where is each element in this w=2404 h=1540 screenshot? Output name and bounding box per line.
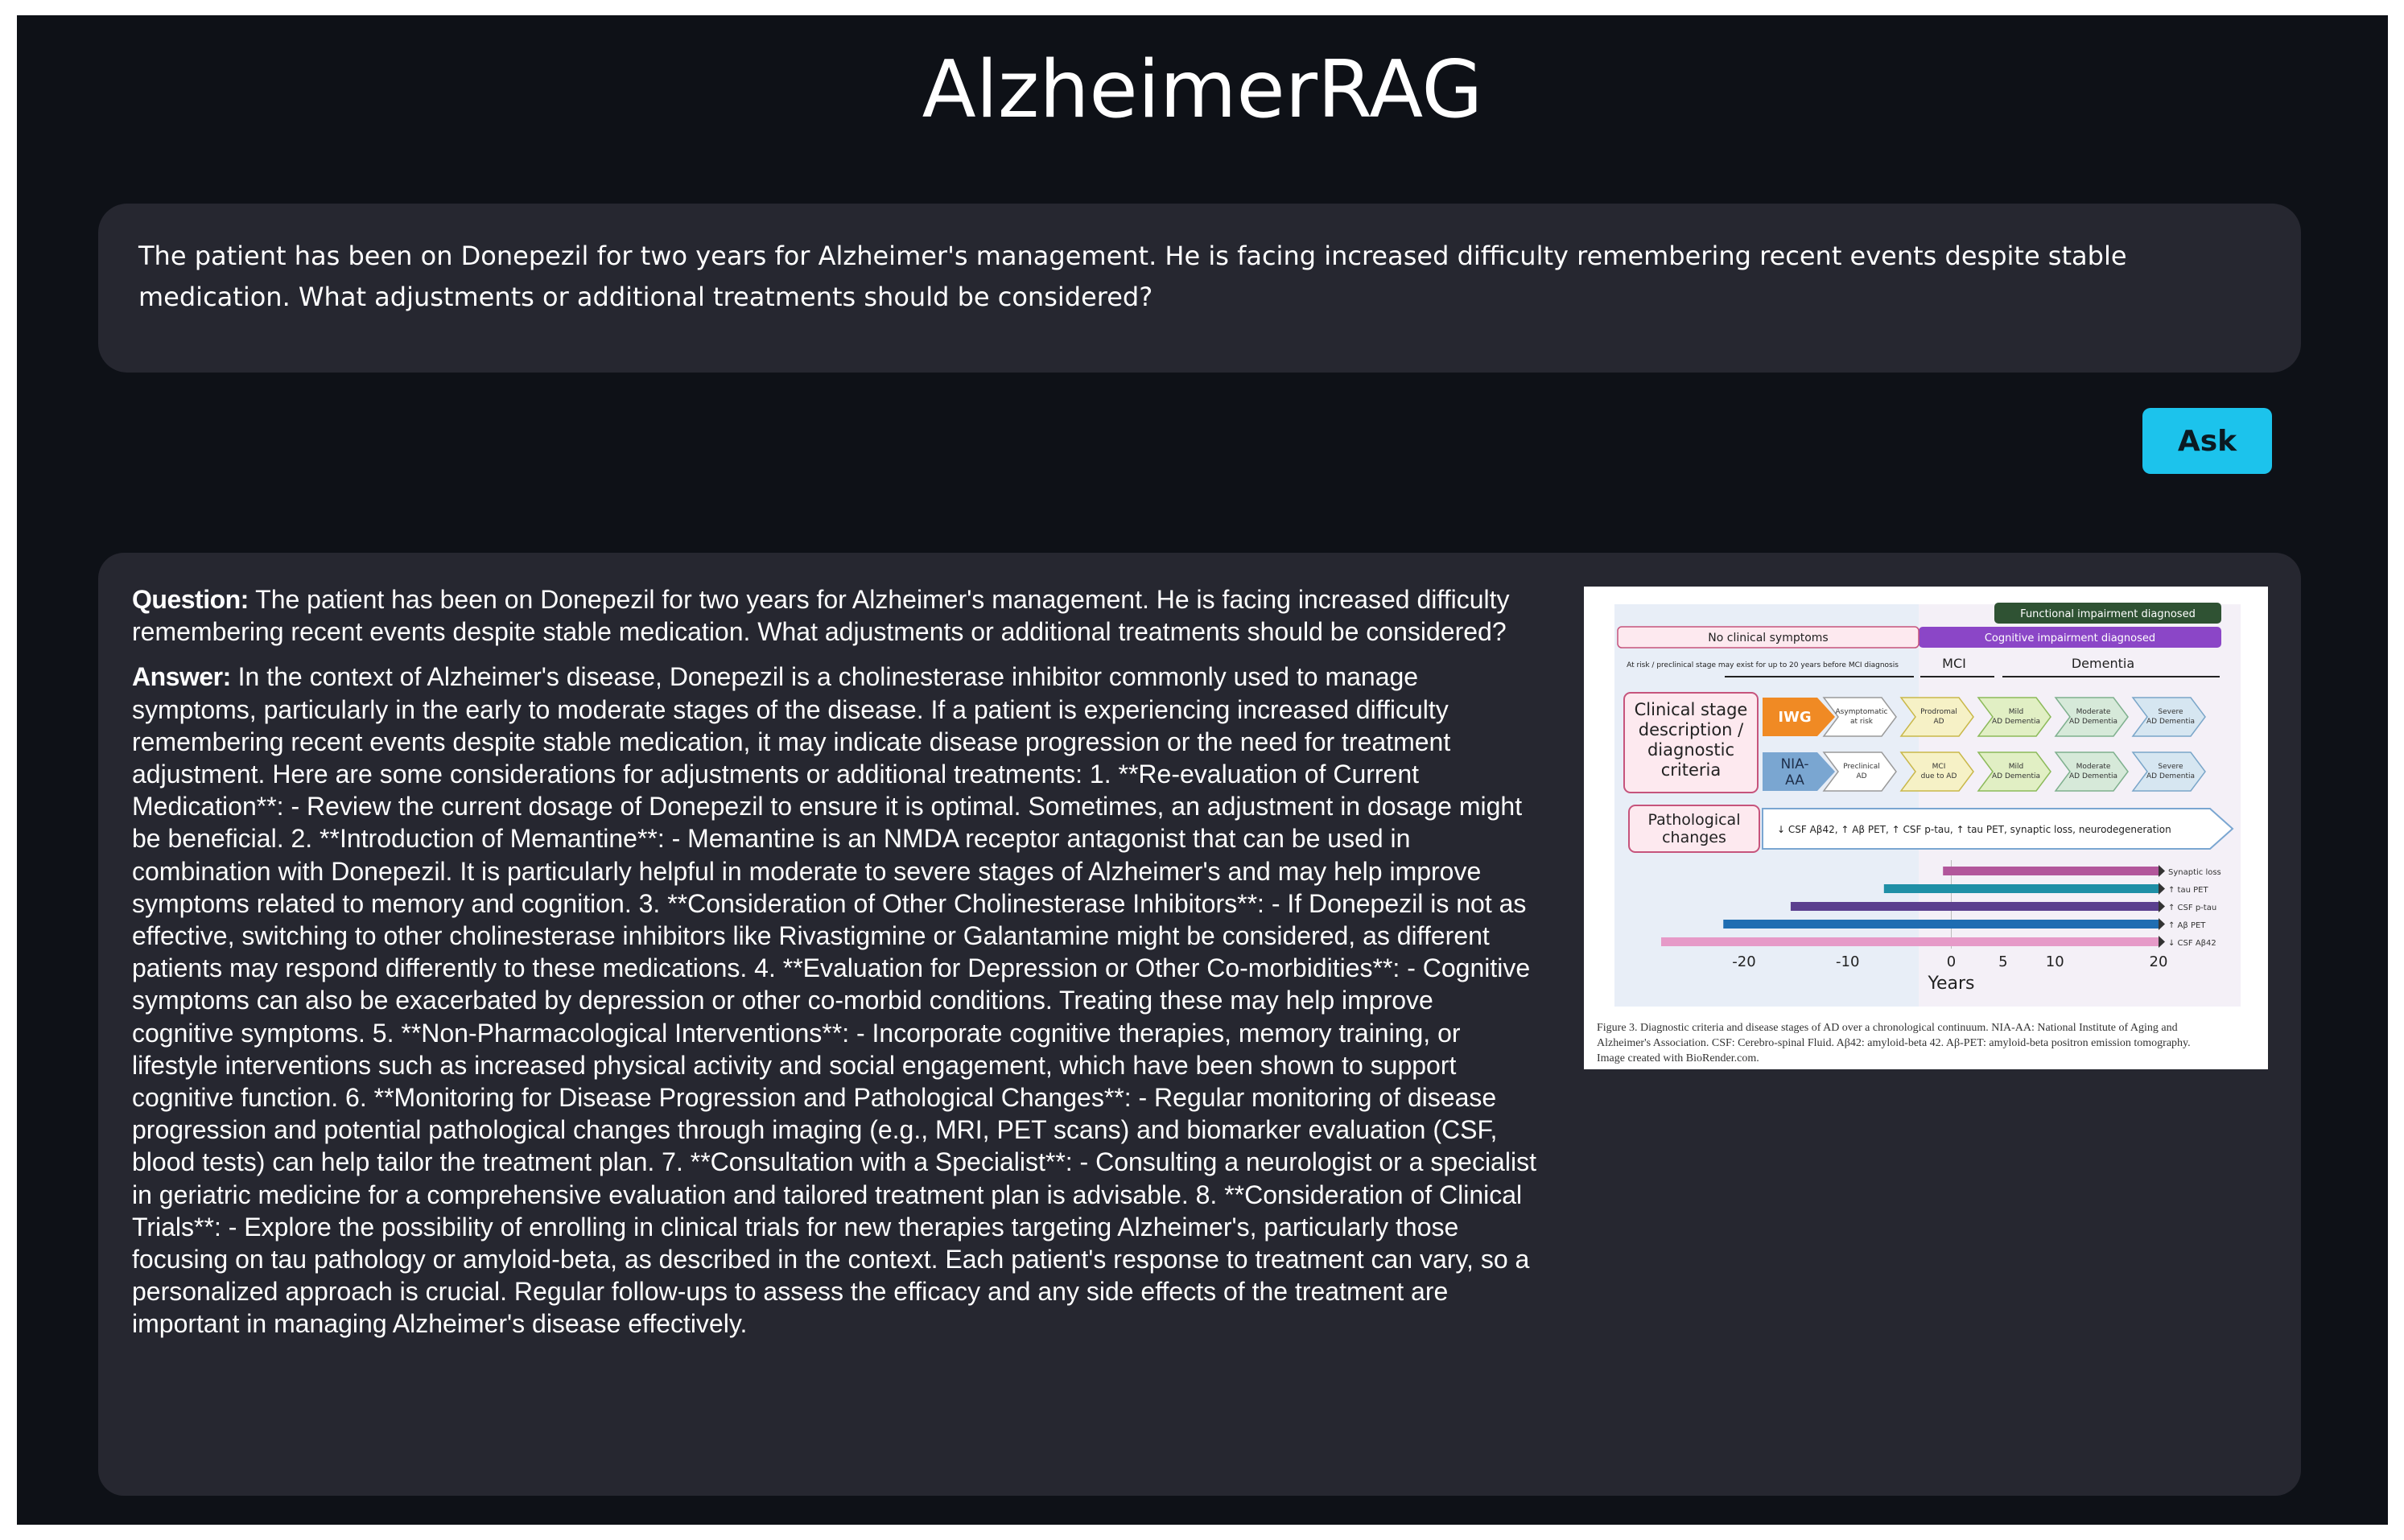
figure-caption-line-1: Figure 3. Diagnostic criteria and diseas…: [1597, 1022, 2178, 1034]
biomarker-bar-label-1: Synaptic loss: [2168, 868, 2221, 877]
figure-caption-line-3: Image created with BioRender.com.: [1597, 1052, 1759, 1064]
answer-label: Answer:: [132, 662, 231, 692]
biomarker-bar-arrow-4: [2159, 918, 2165, 930]
no-symptoms-label: No clinical symptoms: [1708, 632, 1828, 644]
biomarker-bar-4: [1723, 920, 2159, 929]
result-panel: Question: The patient has been on Donepe…: [98, 553, 2301, 1496]
biomarker-bar-1: [1943, 867, 2159, 875]
pathological-arrow: [1762, 808, 2234, 850]
x-axis-label: Years: [1927, 974, 1974, 994]
biomarker-bar-5: [1661, 937, 2159, 946]
nia-stage-3: [1977, 751, 2051, 792]
pathological-box: [1628, 805, 1760, 853]
biomarker-bar-arrow-3: [2159, 900, 2165, 912]
biomarker-bar-arrow-2: [2159, 883, 2165, 895]
biomarker-bar-label-4: ↑ Aβ PET: [2168, 921, 2206, 930]
question-input-box[interactable]: The patient has been on Donepezil for tw…: [98, 204, 2301, 373]
page-title: AlzheimerRAG: [922, 44, 1483, 136]
question-text: The patient has been on Donepezil for tw…: [132, 585, 1510, 647]
nia-stage-5: [2131, 751, 2206, 792]
iwg-chevron: [1763, 698, 1835, 736]
no-symptoms-box: [1617, 626, 1919, 649]
iwg-stage-4: [2054, 697, 2129, 737]
cognitive-banner-label: Cognitive impairment diagnosed: [1985, 632, 2155, 644]
nia-stage-2: [1899, 751, 1974, 792]
x-tick-6: 20: [2150, 953, 2168, 970]
biomarker-bar-label-3: ↑ CSF p-tau: [2168, 904, 2216, 912]
x-tick-3: 0: [1947, 953, 1956, 970]
x-tick-2: -10: [1836, 953, 1859, 970]
question-paragraph: Question: The patient has been on Donepe…: [132, 583, 1540, 648]
functional-banner: [1994, 603, 2221, 624]
nia-stage-4: [2054, 751, 2129, 792]
clinical-stage-box: [1623, 692, 1759, 793]
pathological-text: ↓ CSF Aβ42, ↑ Aβ PET, ↑ CSF p-tau, ↑ tau…: [1777, 824, 2171, 835]
question-input-text[interactable]: The patient has been on Donepezil for tw…: [138, 241, 2127, 312]
biomarker-bar-label-2: ↑ tau PET: [2168, 886, 2208, 895]
biomarker-bar-arrow-1: [2159, 865, 2165, 877]
x-tick-1: -20: [1732, 953, 1755, 970]
iwg-stage-2: [1899, 697, 1974, 737]
answer-paragraph: Answer: In the context of Alzheimer's di…: [132, 661, 1540, 1340]
question-label: Question:: [132, 585, 249, 614]
nia-chevron: [1763, 752, 1835, 791]
retrieved-figure-image: Functional impairment diagnosedCognitive…: [1597, 603, 2241, 1064]
iwg-label: IWG: [1778, 709, 1811, 726]
cognitive-banner: [1919, 627, 2221, 648]
figure-caption-line-2: Alzheimer's Association. CSF: Cerebro-sp…: [1597, 1037, 2191, 1049]
iwg-stage-1: [1822, 697, 1897, 737]
biomarker-bar-arrow-5: [2159, 936, 2165, 948]
nia-label: NIA-AA: [1780, 756, 1808, 789]
biomarker-bar-3: [1790, 902, 2159, 911]
mci-label: MCI: [1942, 656, 1966, 671]
answer-text: In the context of Alzheimer's disease, D…: [132, 662, 1536, 1339]
app-window: AlzheimerRAG The patient has been on Don…: [17, 15, 2388, 1525]
x-tick-4: 5: [1998, 953, 2007, 970]
at-risk-note: At risk / preclinical stage may exist fo…: [1627, 661, 1899, 669]
dementia-label: Dementia: [2072, 656, 2134, 671]
biomarker-bar-2: [1883, 884, 2159, 893]
iwg-stage-3: [1977, 697, 2051, 737]
ask-button[interactable]: Ask: [2142, 408, 2272, 474]
nia-stage-1: [1822, 751, 1897, 792]
x-tick-5: 10: [2046, 953, 2064, 970]
iwg-stage-5: [2131, 697, 2206, 737]
biomarker-bar-label-5: ↓ CSF Aβ42: [2168, 939, 2216, 948]
answer-column: Question: The patient has been on Donepe…: [132, 583, 1540, 1353]
functional-banner-label: Functional impairment diagnosed: [2020, 608, 2196, 620]
